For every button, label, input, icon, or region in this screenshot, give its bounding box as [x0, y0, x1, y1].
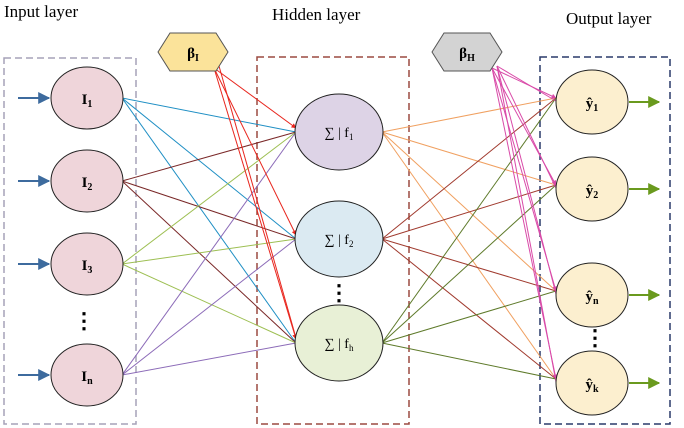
bias-input-label: βI	[187, 46, 199, 64]
input-node-label: I3	[82, 258, 93, 276]
output-layer-box	[539, 56, 671, 425]
bias-hidden-connection	[496, 65, 557, 189]
input-node-circle	[50, 232, 124, 296]
hidden-node-label: ∑ | f1	[325, 126, 354, 142]
output-ellipsis: ⋮	[584, 325, 606, 350]
input-node-1: I1	[50, 66, 124, 130]
bias-hidden-label: βH	[459, 46, 475, 64]
input-node-circle	[50, 149, 124, 213]
bias-hidden-connection	[496, 65, 557, 102]
output-node-circle	[555, 350, 629, 416]
bias-hidden-connection	[491, 67, 557, 99]
hidden-node-h: ∑ | fh	[294, 304, 384, 382]
hidden-output-connection	[381, 184, 557, 240]
hidden-node-label: ∑ | f2	[325, 233, 354, 249]
input-hidden-connection	[121, 131, 297, 376]
output-node-1: ŷ1	[555, 69, 629, 135]
hidden-node-label: ∑ | fh	[325, 337, 354, 353]
input-hidden-connection	[121, 180, 297, 344]
hidden-output-connection	[381, 97, 557, 344]
input-node-3: I3	[50, 232, 124, 296]
hidden-node-circle	[294, 93, 384, 171]
io-arrows	[18, 92, 661, 389]
hidden-node-1: ∑ | f1	[294, 93, 384, 171]
input-hidden-connection	[121, 238, 297, 376]
output-node-circle	[555, 156, 629, 222]
hidden-output-connection	[381, 342, 557, 380]
hidden-ellipsis: ⋮	[328, 280, 350, 305]
input-node-label: In	[81, 369, 93, 387]
input-node-circle	[50, 343, 124, 407]
hidden-node-2: ∑ | f2	[294, 200, 384, 278]
input-hidden-connection	[121, 97, 297, 344]
hidden-output-connection	[381, 290, 557, 344]
output-node-label: ŷ1	[586, 96, 599, 114]
bias-hidden-connection	[496, 65, 557, 295]
hidden-output-connection	[381, 131, 557, 380]
input-hidden-connection	[121, 131, 297, 182]
output-node-circle	[555, 69, 629, 135]
input-hidden-connection	[121, 342, 297, 376]
bias-hidden-node: βH	[431, 32, 503, 72]
connections	[121, 65, 558, 383]
hidden-node-circle	[294, 304, 384, 382]
output-layer-title: Output layer	[566, 9, 652, 28]
hidden-node-circle	[294, 200, 384, 278]
input-ellipsis: ⋮	[73, 308, 95, 333]
output-node-label: ŷn	[585, 289, 599, 307]
input-node-label: I1	[82, 92, 93, 110]
bias-input-connection	[218, 65, 299, 346]
input-hidden-connection	[121, 97, 297, 133]
input-hidden-connection	[121, 263, 297, 344]
output-node-circle	[555, 262, 629, 328]
output-node-label: ŷk	[585, 377, 599, 395]
hidden-layer-title: Hidden layer	[272, 5, 361, 24]
bias-input-connection	[213, 67, 297, 129]
output-node-k: ŷk	[555, 350, 629, 416]
input-hidden-connection	[121, 131, 297, 265]
hidden-layer-box	[256, 56, 410, 425]
input-layer-box	[3, 57, 137, 425]
bias-input-node: βI	[157, 32, 229, 72]
input-node-label: I2	[82, 175, 93, 193]
output-node-2: ŷ2	[555, 156, 629, 222]
bias-input-hexagon	[157, 32, 229, 72]
input-node-2: I2	[50, 149, 124, 213]
hidden-output-connection	[381, 97, 557, 133]
input-layer-title: Input layer	[4, 2, 78, 21]
bias-hidden-connection	[496, 65, 557, 383]
input-hidden-connection	[121, 97, 297, 240]
hidden-output-connection	[381, 184, 557, 344]
hidden-output-connection	[381, 238, 557, 292]
input-node-n: In	[50, 343, 124, 407]
hidden-output-connection	[381, 238, 557, 380]
hidden-output-connection	[381, 97, 557, 240]
hidden-output-connection	[381, 131, 557, 186]
output-node-label: ŷ2	[586, 183, 599, 201]
input-node-circle	[50, 66, 124, 130]
bias-input-connection	[213, 67, 298, 340]
bias-hidden-hexagon	[431, 32, 503, 72]
input-hidden-connection	[121, 180, 297, 240]
output-node-n: ŷn	[555, 262, 629, 328]
